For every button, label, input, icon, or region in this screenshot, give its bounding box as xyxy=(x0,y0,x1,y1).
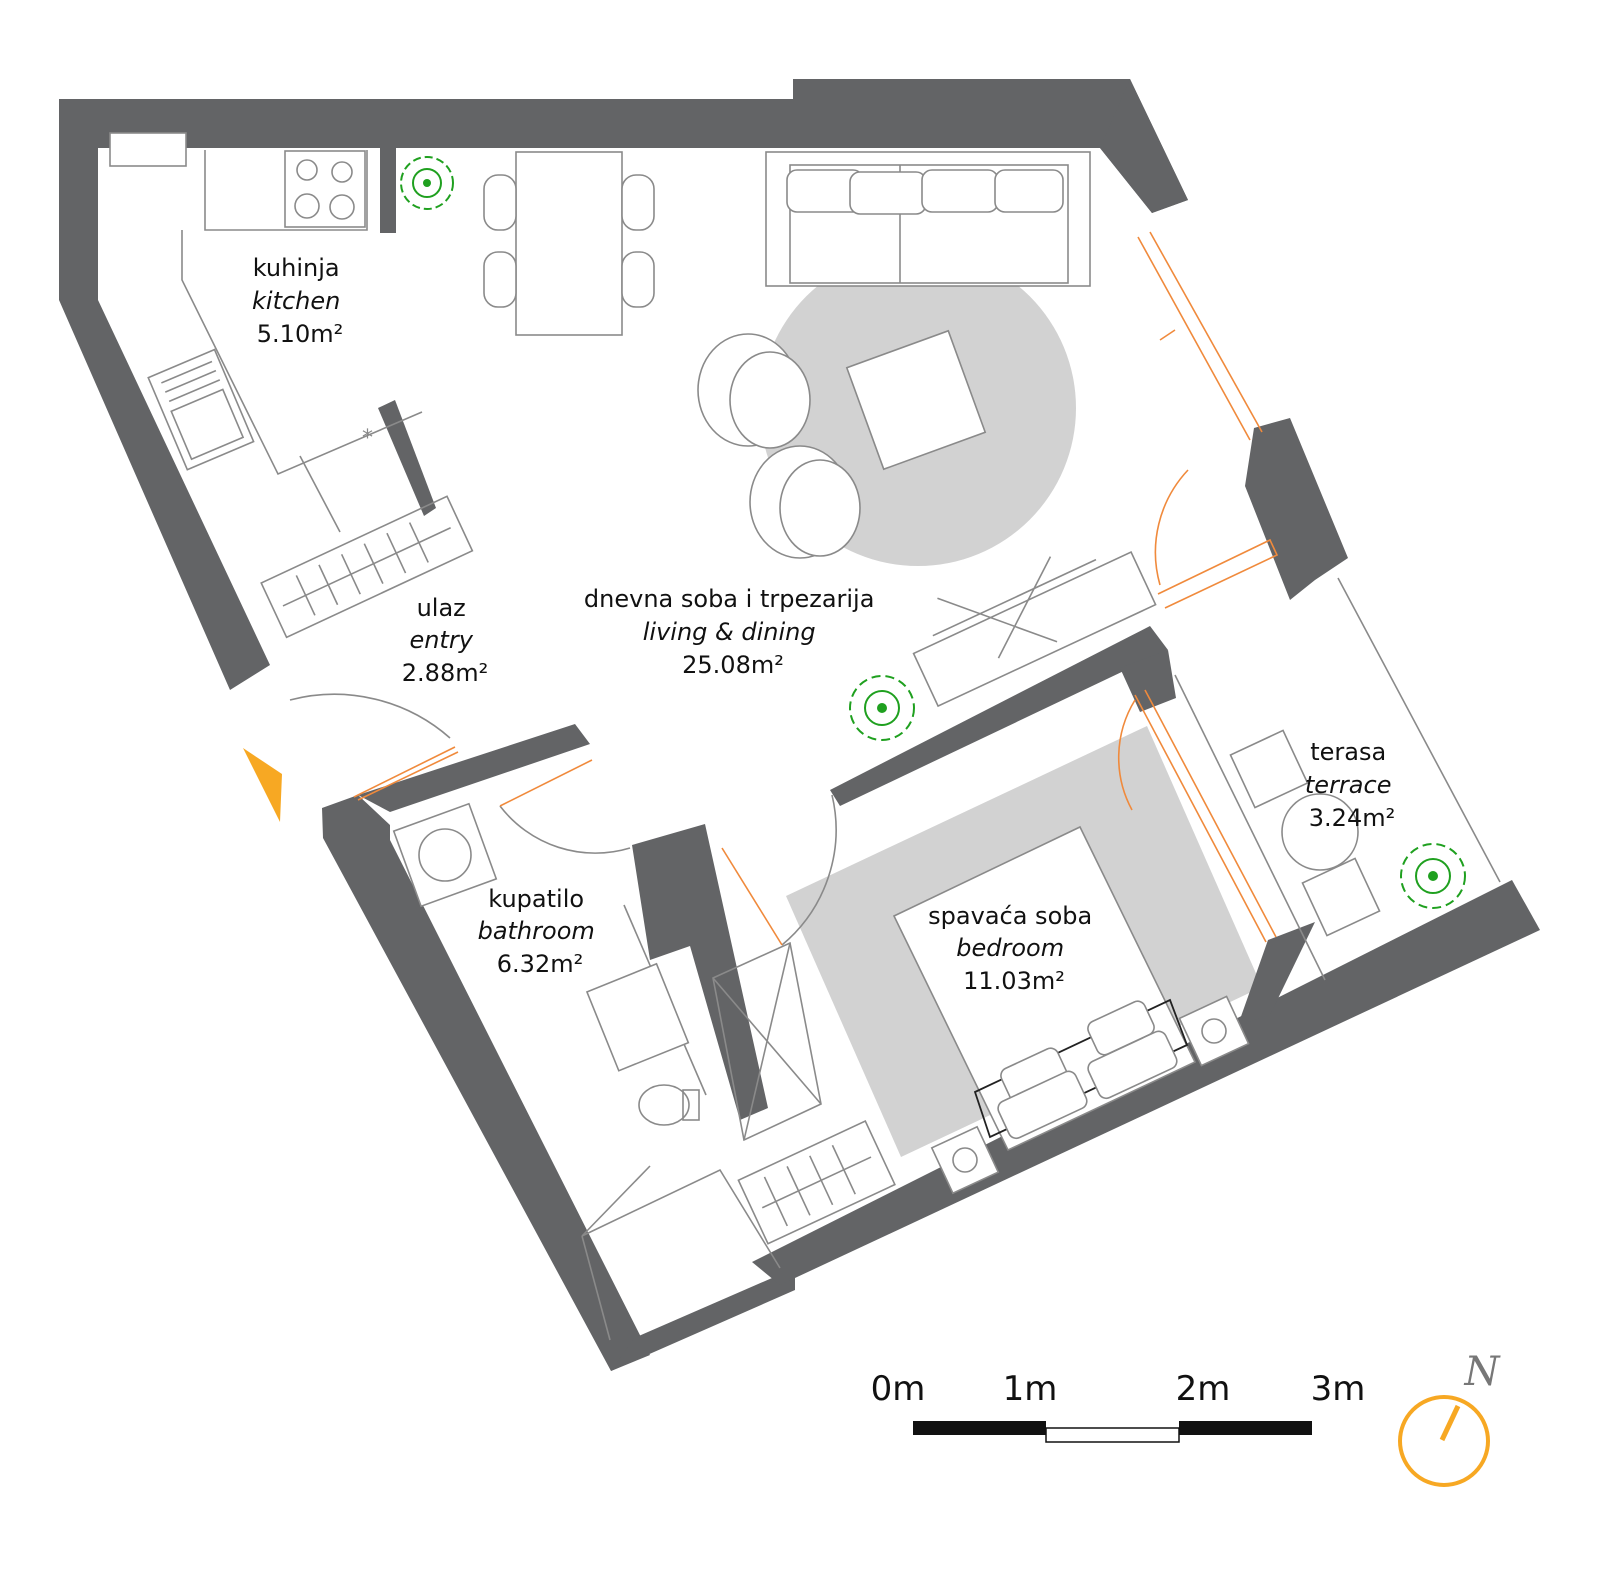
bed xyxy=(892,825,1197,1152)
entry-area: 2.88m² xyxy=(402,659,488,687)
bedroom-door[interactable] xyxy=(721,794,837,946)
shower xyxy=(581,1168,781,1269)
kitchen-area: 5.10m² xyxy=(257,320,343,348)
dining-chair xyxy=(483,251,517,308)
west-wall-lower xyxy=(322,795,650,1371)
terrace-name-local: terasa xyxy=(1310,738,1386,766)
east-pier xyxy=(1245,418,1348,600)
entry-door[interactable] xyxy=(289,693,459,801)
kitchen-name-en: kitchen xyxy=(252,287,340,315)
scale-label-2: 2m xyxy=(1176,1369,1231,1409)
compass-icon: N xyxy=(1398,1349,1502,1487)
bath-door-swing xyxy=(499,805,631,854)
north-wall xyxy=(59,79,1188,213)
asterisk-icon: * xyxy=(362,426,373,451)
vanity-sink xyxy=(585,962,690,1072)
dining-chair xyxy=(483,174,517,231)
kitchen-counter xyxy=(204,150,368,231)
scale-label-0: 0m xyxy=(871,1369,926,1409)
bath-north-wall xyxy=(358,724,590,812)
nightstands xyxy=(930,995,1250,1195)
east-wall-upper xyxy=(1100,79,1188,213)
kitchen: * xyxy=(109,132,423,533)
terrace-set xyxy=(1229,577,1501,937)
kitchen-sink xyxy=(147,348,255,471)
entry-name-en: entry xyxy=(409,626,473,654)
bathroom-name-local: kupatilo xyxy=(488,885,584,913)
bedroom-name-en: bedroom xyxy=(956,934,1064,962)
bathroom-fixtures xyxy=(392,759,781,1341)
entry-closet xyxy=(260,495,474,639)
svg-text:kupatilo bathroom 6.32: kupatilo bathroom 6.32m² xyxy=(478,885,603,978)
living-name-local: dnevna soba i trpezarija xyxy=(584,585,875,613)
tv-console xyxy=(912,551,1157,708)
east-windows xyxy=(1117,231,1326,981)
entrance-marker-icon xyxy=(243,748,282,822)
kitchen-partition xyxy=(380,148,396,233)
bathroom-name-en: bathroom xyxy=(478,917,595,945)
plant-icon xyxy=(400,156,454,210)
svg-text:kuhinja kitchen 5.10m²: kuhinja kitchen 5.10m² xyxy=(252,254,348,348)
terrace-name-en: terrace xyxy=(1305,771,1392,799)
east-wall-bedroom xyxy=(1238,922,1315,1025)
plant-icon xyxy=(849,675,915,741)
toilet xyxy=(638,1084,690,1126)
burner xyxy=(294,193,320,219)
kitchen-cabinet xyxy=(299,455,341,533)
scale-bar: 0m 1m 2m 3m xyxy=(871,1369,1366,1443)
cooktop xyxy=(284,150,366,228)
svg-text:spavaća soba bedroom 1: spavaća soba bedroom 11.03m² xyxy=(928,902,1100,995)
scale-label-1: 1m xyxy=(1003,1369,1058,1409)
burner xyxy=(296,159,318,181)
plant-icon xyxy=(1400,843,1466,909)
entry-stub xyxy=(378,400,436,516)
kitchen-counter-lower xyxy=(181,230,423,476)
svg-text:ulaz entry 2.88m²: ulaz entry 2.88m² xyxy=(402,594,488,687)
kitchen-name-local: kuhinja xyxy=(253,254,340,282)
kitchen-window-block xyxy=(109,132,187,167)
hall-closet xyxy=(712,941,896,1245)
bedroom-name-local: spavaća soba xyxy=(928,902,1092,930)
bathroom-area: 6.32m² xyxy=(497,950,583,978)
dining-table xyxy=(515,151,623,336)
armchairs xyxy=(697,333,861,559)
scale-label-3: 3m xyxy=(1311,1369,1366,1409)
living-bedroom-wall xyxy=(830,626,1168,806)
compass-label: N xyxy=(1464,1349,1502,1395)
coffee-table xyxy=(845,329,987,471)
south-wall-bathroom xyxy=(611,1268,795,1371)
burner xyxy=(331,161,353,183)
sofa xyxy=(765,151,1091,287)
living-area: 25.08m² xyxy=(682,651,784,679)
svg-text:terasa terrace 3.24m²: terasa terrace 3.24m² xyxy=(1305,738,1399,832)
burner xyxy=(329,194,355,220)
terrace-area: 3.24m² xyxy=(1309,804,1395,832)
bedroom-pier xyxy=(1120,650,1176,712)
svg-text:dnevna soba i trpezarija l: dnevna soba i trpezarija living & dining… xyxy=(584,585,882,679)
living-name-en: living & dining xyxy=(643,618,816,646)
west-wall xyxy=(59,185,270,690)
bedroom-area: 11.03m² xyxy=(963,967,1065,995)
washing-machine xyxy=(392,802,498,908)
dining-chair xyxy=(621,174,655,231)
bath-east-wall xyxy=(632,824,768,1120)
entry-name-local: ulaz xyxy=(417,594,466,622)
dining-set xyxy=(483,151,655,336)
dining-chair xyxy=(621,251,655,308)
